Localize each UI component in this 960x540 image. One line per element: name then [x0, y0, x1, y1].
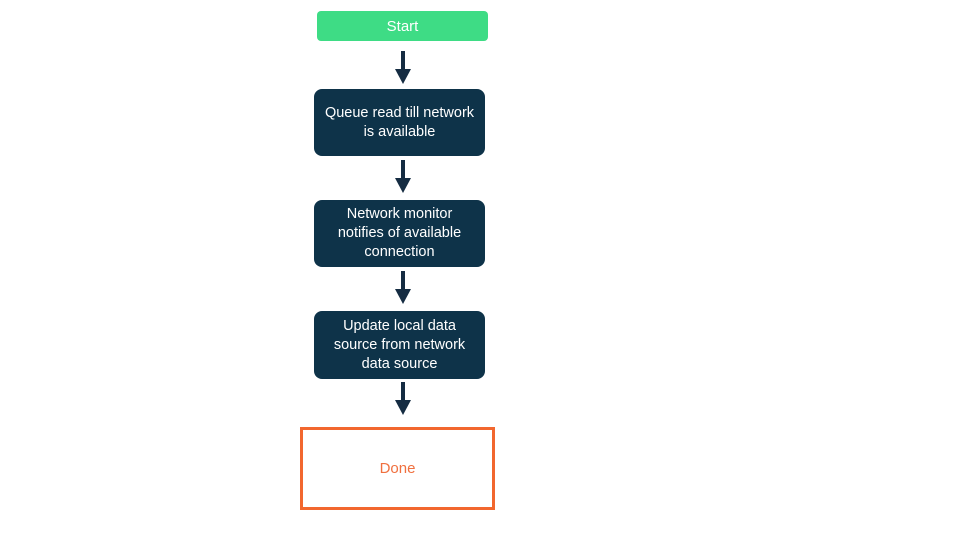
node-label-start: Start [386, 17, 419, 35]
flowchart-node-network-monitor: Network monitor notifies of available co… [314, 200, 485, 267]
flow-arrow-down-icon [394, 382, 412, 415]
node-label-done: Done [379, 460, 416, 477]
flowchart-node-update-local-data: Update local data source from network da… [314, 311, 485, 379]
flow-arrow-down-icon [394, 271, 412, 304]
flowchart-node-start: Start [317, 11, 488, 41]
flowchart-node-done: Done [300, 427, 495, 510]
flow-arrow-down-icon [394, 51, 412, 84]
flowchart-node-queue-read: Queue read till network is available [314, 89, 485, 156]
node-label-network-monitor: Network monitor notifies of available co… [337, 206, 462, 260]
node-label-update-local-data: Update local data source from network da… [333, 317, 466, 372]
node-label-queue-read: Queue read till network is available [324, 104, 475, 140]
flow-arrow-down-icon [394, 160, 412, 193]
